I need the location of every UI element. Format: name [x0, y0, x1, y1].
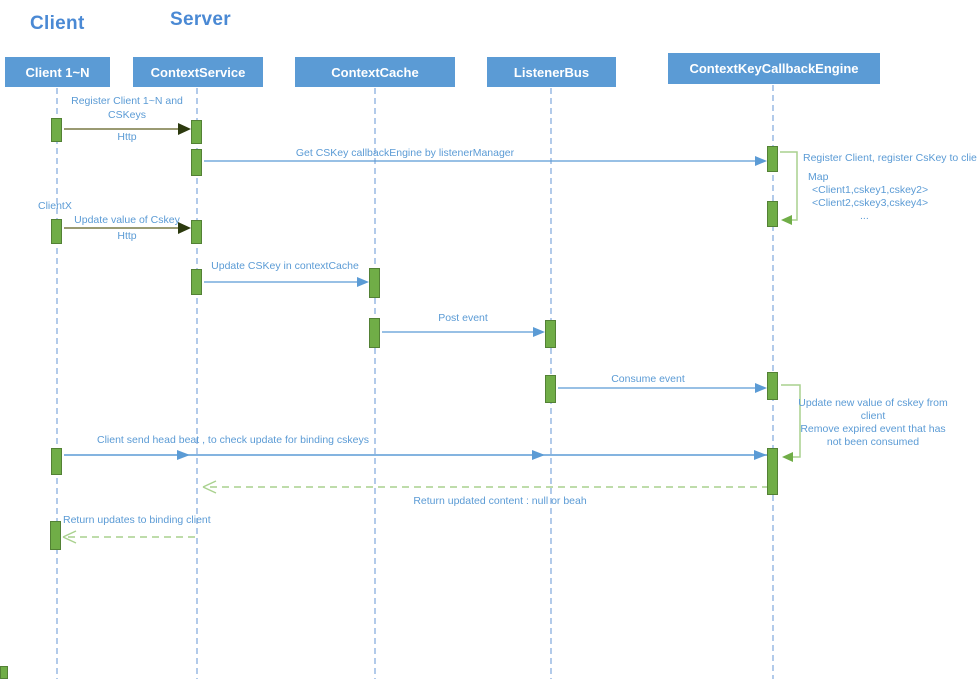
- msg-heartbeat: Client send head beat , to check update …: [97, 434, 370, 446]
- msg-get-cskey: Get CSKey callbackEngine by listenerMana…: [295, 147, 515, 159]
- note-update-line3: Remove expired event that has: [800, 423, 946, 435]
- actor-client: Client 1~N: [5, 57, 110, 87]
- group-title-server: Server: [170, 9, 231, 30]
- msg-register-line1: Register Client 1~N and: [71, 95, 183, 107]
- arrow-update-value: [64, 222, 191, 234]
- note-update-line1: Update new value of cskey from: [798, 397, 948, 409]
- activation-cache-post: [369, 318, 380, 348]
- activation-service-update: [191, 220, 202, 244]
- actor-callback-engine-label: ContextKeyCallbackEngine: [689, 61, 859, 76]
- note-register-line5: ...: [860, 210, 869, 222]
- group-title-client: Client: [30, 13, 85, 34]
- note-register-line3: <Client1,cskey1,cskey2>: [812, 184, 929, 196]
- note-register-line2: Map: [808, 171, 829, 183]
- activation-engine-heartbeat: [767, 448, 778, 495]
- activation-engine-register: [767, 146, 778, 172]
- arrow-get-cskey: [204, 156, 767, 166]
- msg-update-protocol: Http: [117, 230, 137, 242]
- activation-client-update: [51, 219, 62, 244]
- actor-client-label: Client 1~N: [25, 64, 90, 80]
- note-register-line4: <Client2,cskey3,cskey4>: [812, 197, 929, 209]
- msg-register-protocol: Http: [117, 131, 137, 143]
- activation-engine-map: [767, 201, 778, 227]
- actor-context-cache-label: ContextCache: [331, 64, 419, 80]
- activation-client-register: [51, 118, 62, 142]
- arrow-return-content: [202, 480, 767, 494]
- actor-callback-engine: ContextKeyCallbackEngine: [668, 53, 880, 84]
- actor-listener-bus: ListenerBus: [487, 57, 616, 87]
- actor-context-service: ContextService: [133, 57, 263, 87]
- activation-cache-update: [369, 268, 380, 298]
- note-bracket-register: [780, 151, 798, 225]
- msg-update-value: Update value of Cskey: [74, 214, 180, 226]
- arrow-heartbeat: [64, 450, 767, 460]
- label-clientx: ClientX: [38, 200, 72, 212]
- activation-service-get: [191, 149, 202, 176]
- activation-engine-consume: [767, 372, 778, 400]
- msg-register-line2: CSKeys: [108, 109, 146, 121]
- arrow-register-http: [64, 123, 191, 135]
- activation-service-cache: [191, 269, 202, 295]
- activation-client-heartbeat: [51, 448, 62, 475]
- note-update-line4: not been consumed: [826, 436, 920, 448]
- note-bracket-update: [781, 384, 801, 462]
- actor-context-cache: ContextCache: [295, 57, 455, 87]
- msg-post-event: Post event: [438, 312, 488, 324]
- msg-return-updates: Return updates to binding client: [63, 514, 211, 526]
- actor-listener-bus-label: ListenerBus: [513, 64, 590, 80]
- activation-client-return: [50, 521, 61, 550]
- msg-consume-event: Consume event: [611, 373, 685, 385]
- activation-bus-consume: [545, 375, 556, 403]
- note-update-line2: client: [860, 410, 886, 422]
- arrow-consume-event: [558, 383, 767, 393]
- msg-update-cache: Update CSKey in contextCache: [211, 260, 359, 272]
- actor-context-service-label: ContextService: [150, 64, 246, 80]
- note-register-line1: Register Client, register CsKey to clien…: [803, 152, 977, 164]
- arrow-update-cache: [204, 277, 369, 287]
- activation-bus-post: [545, 320, 556, 348]
- activation-service-register: [191, 120, 202, 144]
- msg-return-content: Return updated content : null or beah: [413, 495, 587, 507]
- activation-partial-bottom-left: [0, 666, 8, 679]
- arrow-return-updates: [62, 530, 197, 544]
- arrow-post-event: [382, 327, 545, 337]
